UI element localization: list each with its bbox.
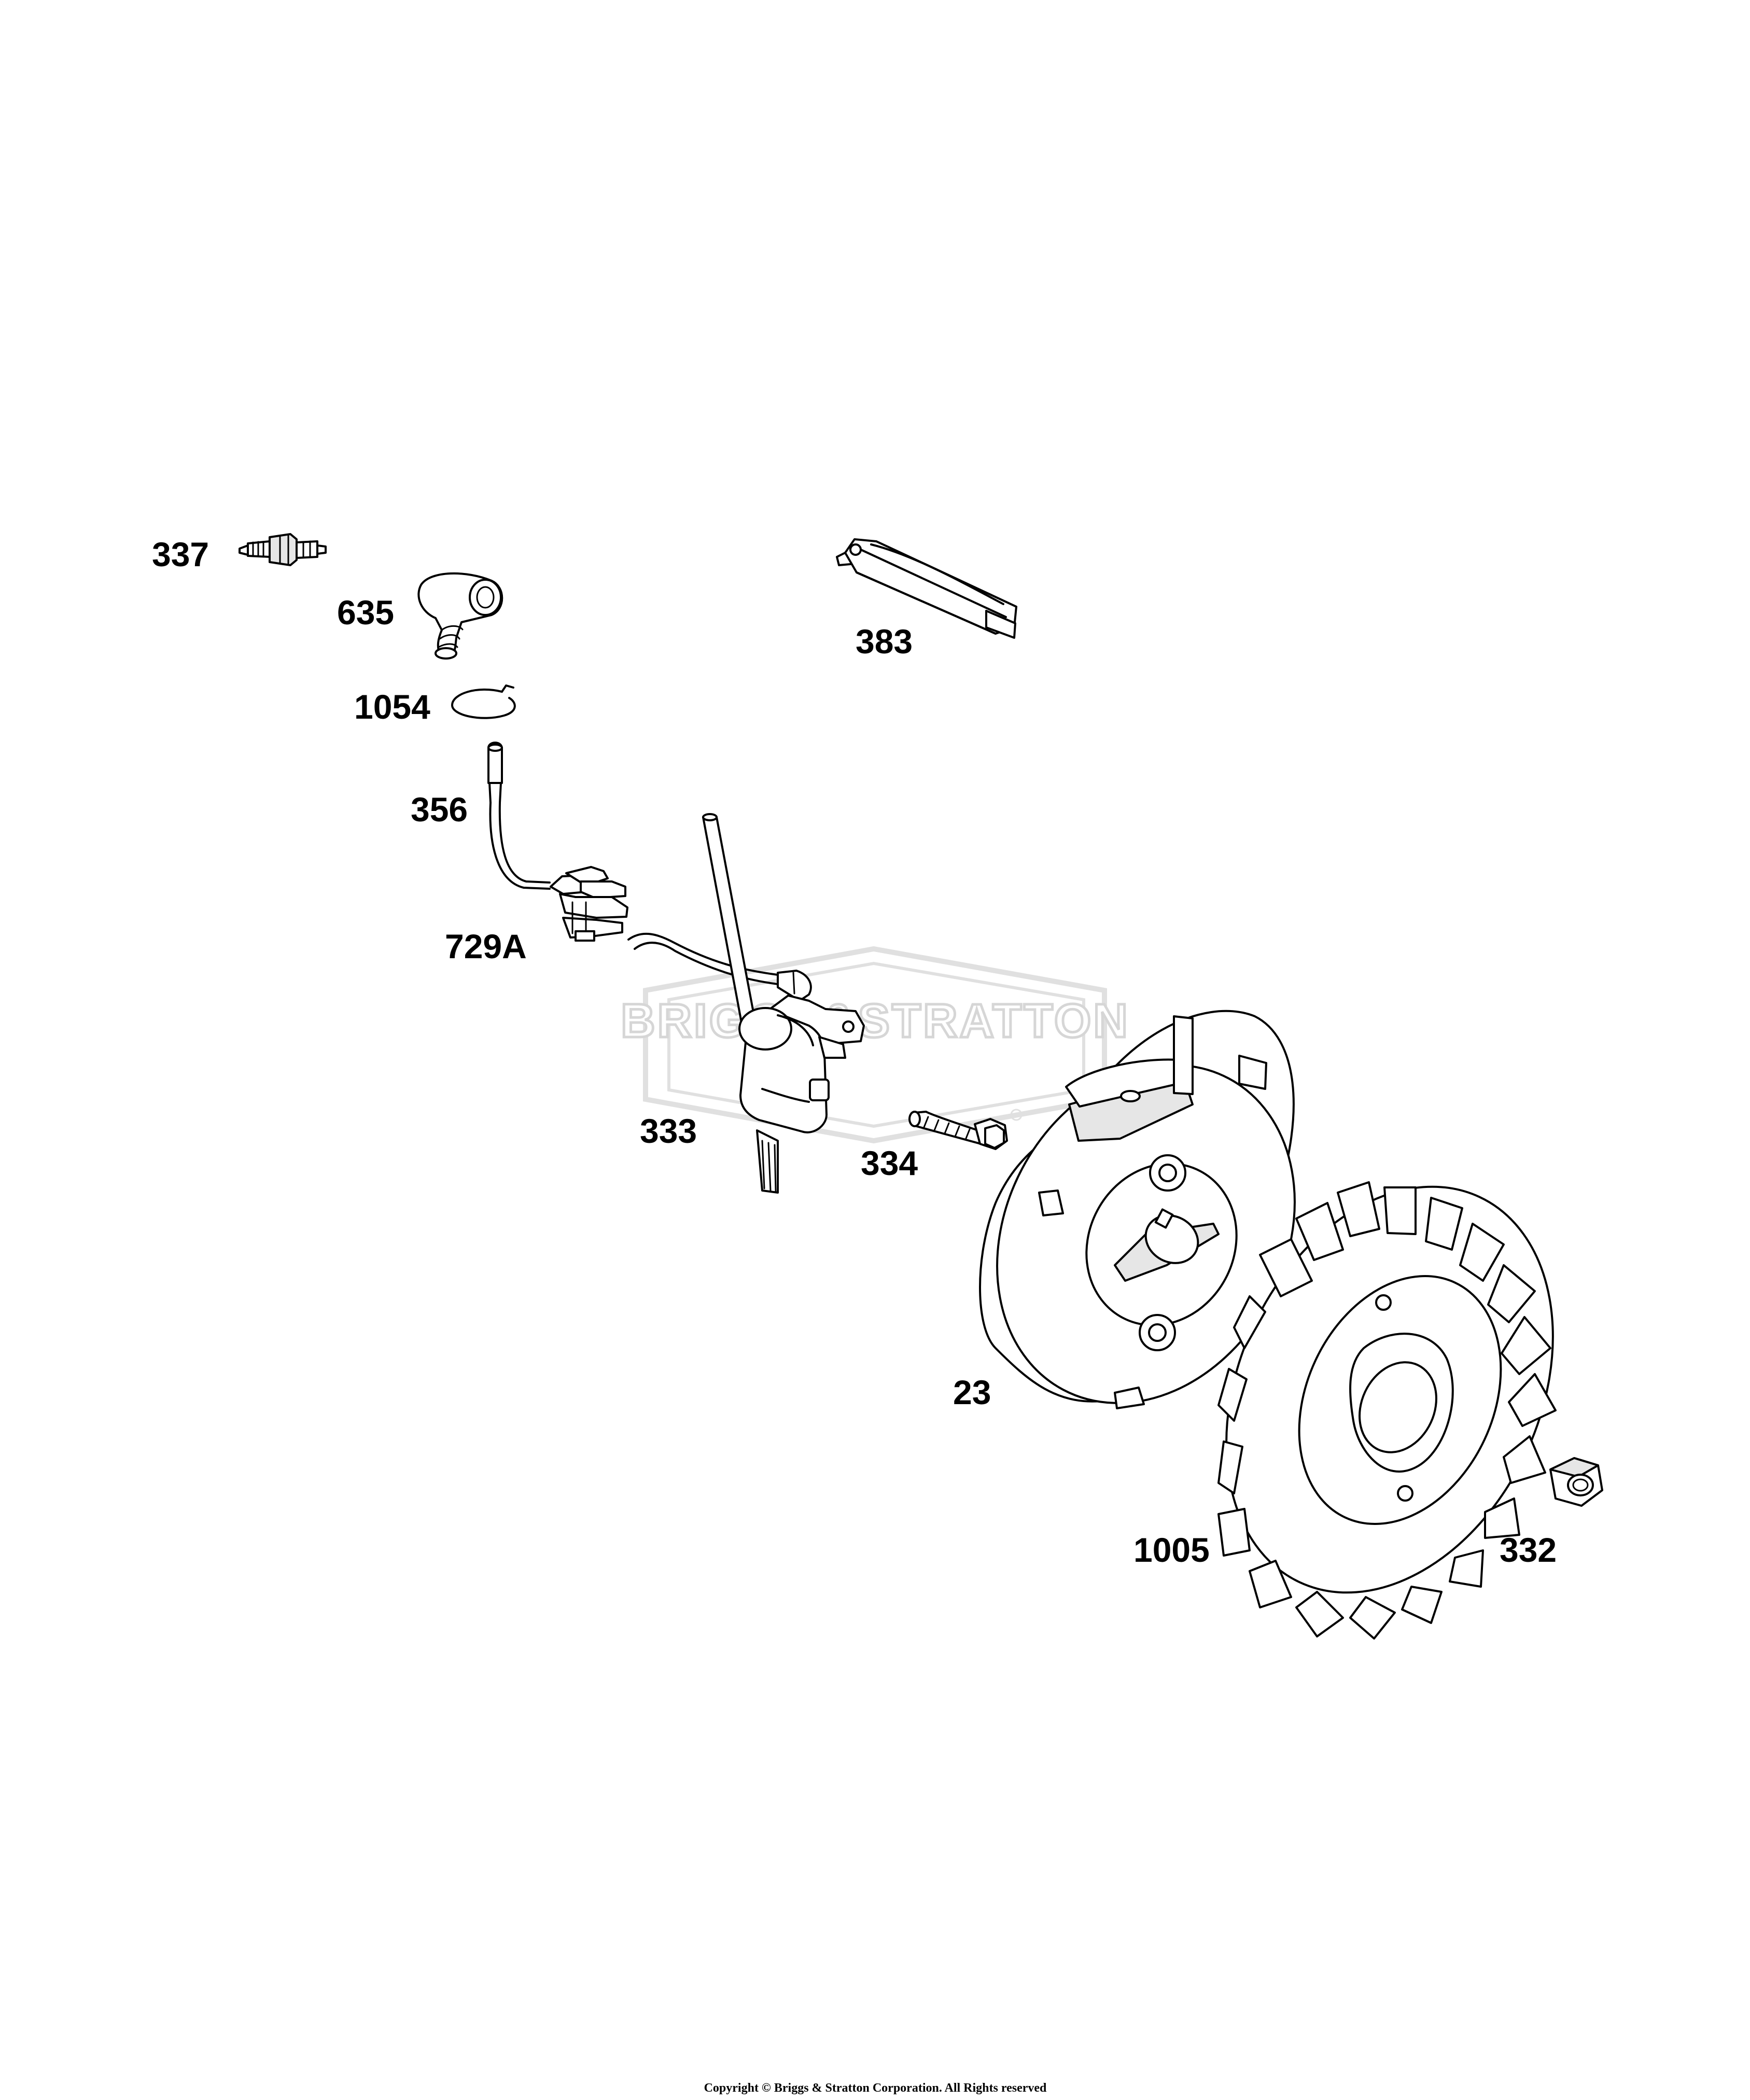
ground-wire [627,932,812,1002]
fan-blades [1217,1181,1557,1640]
label-337[interactable]: 337 [152,535,209,573]
label-332[interactable]: 332 [1500,1531,1557,1569]
label-635[interactable]: 635 [337,593,394,632]
fan-1005[interactable] [1164,1133,1616,1646]
flywheel-23[interactable] [940,1010,1352,1455]
ignition-wire-356[interactable] [487,741,551,890]
label-729a[interactable]: 729A [445,927,527,965]
wire-clip-729a[interactable] [550,866,628,942]
spark-plug-boot-635[interactable] [417,572,503,660]
part-labels: 337 635 383 1054 356 729A 333 334 23 100… [152,535,1557,1569]
label-383[interactable]: 383 [856,622,913,661]
label-356[interactable]: 356 [411,790,468,829]
spark-tester-383[interactable] [836,538,1017,639]
label-23[interactable]: 23 [953,1373,991,1411]
label-1054[interactable]: 1054 [354,688,430,726]
briggs-stratton-watermark: BRIGGS&STRATTON [620,946,1130,1144]
watermark-text: BRIGGS&STRATTON [621,995,1130,1047]
copyright-notice: Copyright © Briggs & Stratton Corporatio… [704,2081,1047,2095]
clip-ring-1054[interactable] [451,684,516,719]
label-333[interactable]: 333 [640,1112,697,1150]
label-334[interactable]: 334 [861,1144,918,1182]
screw-334[interactable] [908,1111,1008,1150]
ignition-armature-333[interactable] [738,995,865,1194]
flywheel-hub [1085,1154,1238,1351]
hex-nut-332[interactable] [1549,1457,1603,1507]
spark-plug-337[interactable] [239,533,327,566]
label-1005[interactable]: 1005 [1133,1531,1210,1569]
